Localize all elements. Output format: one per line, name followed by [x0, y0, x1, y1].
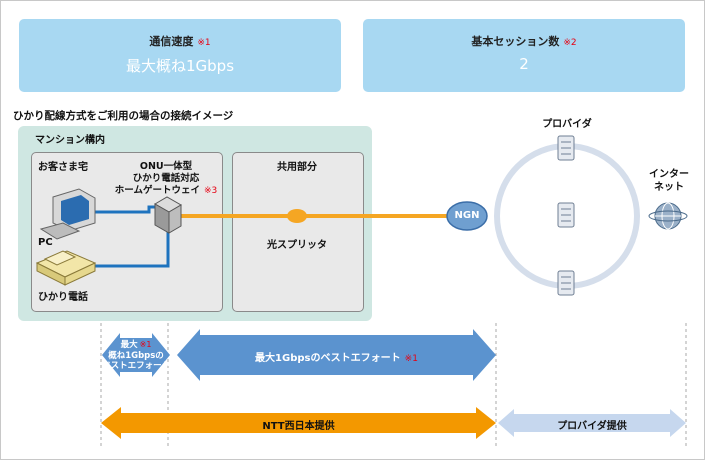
- provider-server-icon: [557, 202, 575, 228]
- speed-card: 通信速度※1 最大概ね1Gbps: [19, 19, 341, 92]
- speed-note: ※1: [197, 38, 211, 48]
- big-speed-arrow: [177, 329, 496, 381]
- home-label: お客さま宅: [38, 162, 88, 173]
- speed-label-row: 通信速度※1: [19, 33, 341, 49]
- mansion-label: マンション構内: [35, 135, 105, 146]
- small-speed-arrow: [102, 333, 170, 377]
- provider-supply-label: プロバイダ提供: [557, 421, 627, 432]
- splitter-icon: [287, 209, 307, 223]
- provider-arrow: [498, 409, 686, 437]
- lan-cables: [93, 205, 170, 268]
- small-arrow-line1: 最大: [120, 340, 138, 350]
- phone-label: ひかり電話: [38, 292, 88, 303]
- pc-label: PC: [38, 237, 53, 248]
- session-label-row: 基本セッション数※2: [363, 33, 685, 49]
- session-note: ※2: [563, 38, 577, 48]
- shared-box: [232, 152, 364, 312]
- splitter-label: 光スプリッタ: [267, 240, 327, 251]
- onu-device-icon: [154, 196, 182, 234]
- small-arrow-line3: ベストエフォート: [102, 361, 171, 371]
- internet-label-line1: インター: [649, 169, 689, 180]
- ntt-arrow: [101, 407, 496, 439]
- session-value: 2: [519, 55, 529, 73]
- provider-label: プロバイダ: [542, 119, 592, 130]
- small-arrow-note: ※1: [139, 340, 152, 349]
- ngn-cloud-icon: [446, 201, 488, 231]
- internet-label: インター ネット: [643, 168, 695, 194]
- small-arrow-label: 最大※1 概ね1Gbpsの ベストエフォート: [102, 340, 170, 372]
- ngn-label: NGN: [454, 210, 480, 221]
- small-arrow-line2: 概ね1Gbpsの: [108, 350, 164, 361]
- diagram-title: ひかり配線方式をご利用の場合の接続イメージ: [13, 110, 234, 122]
- onu-label-line3: ホームゲートウェイ: [114, 185, 200, 196]
- big-arrow-label: 最大1Gbpsのベストエフォート※1: [177, 349, 496, 364]
- onu-label-line2: ひかり電話対応: [132, 173, 200, 184]
- onu-label-line3-row: ホームゲートウェイ※3: [111, 185, 221, 197]
- big-arrow-note: ※1: [404, 354, 418, 364]
- session-card: 基本セッション数※2 2: [363, 19, 685, 92]
- provider-server-icon: [557, 135, 575, 161]
- pc-icon: [39, 188, 96, 240]
- small-arrow-line1-row: 最大※1: [102, 340, 170, 351]
- shared-label: 共用部分: [277, 162, 317, 173]
- speed-value: 最大概ね1Gbps: [125, 57, 235, 75]
- onu-label: ONU一体型 ひかり電話対応 ホームゲートウェイ※3: [111, 161, 221, 197]
- provider-server-icon: [557, 270, 575, 296]
- ntt-label: NTT西日本提供: [262, 421, 335, 432]
- session-label: 基本セッション数: [471, 35, 560, 48]
- big-arrow-text: 最大1Gbpsのベストエフォート: [255, 353, 401, 364]
- phone-icon: [35, 250, 97, 286]
- onu-label-line1: ONU一体型: [139, 161, 193, 172]
- internet-label-line2: ネット: [654, 182, 684, 193]
- onu-note: ※3: [203, 186, 218, 196]
- speed-label: 通信速度: [149, 35, 194, 48]
- internet-globe-icon: [648, 202, 688, 230]
